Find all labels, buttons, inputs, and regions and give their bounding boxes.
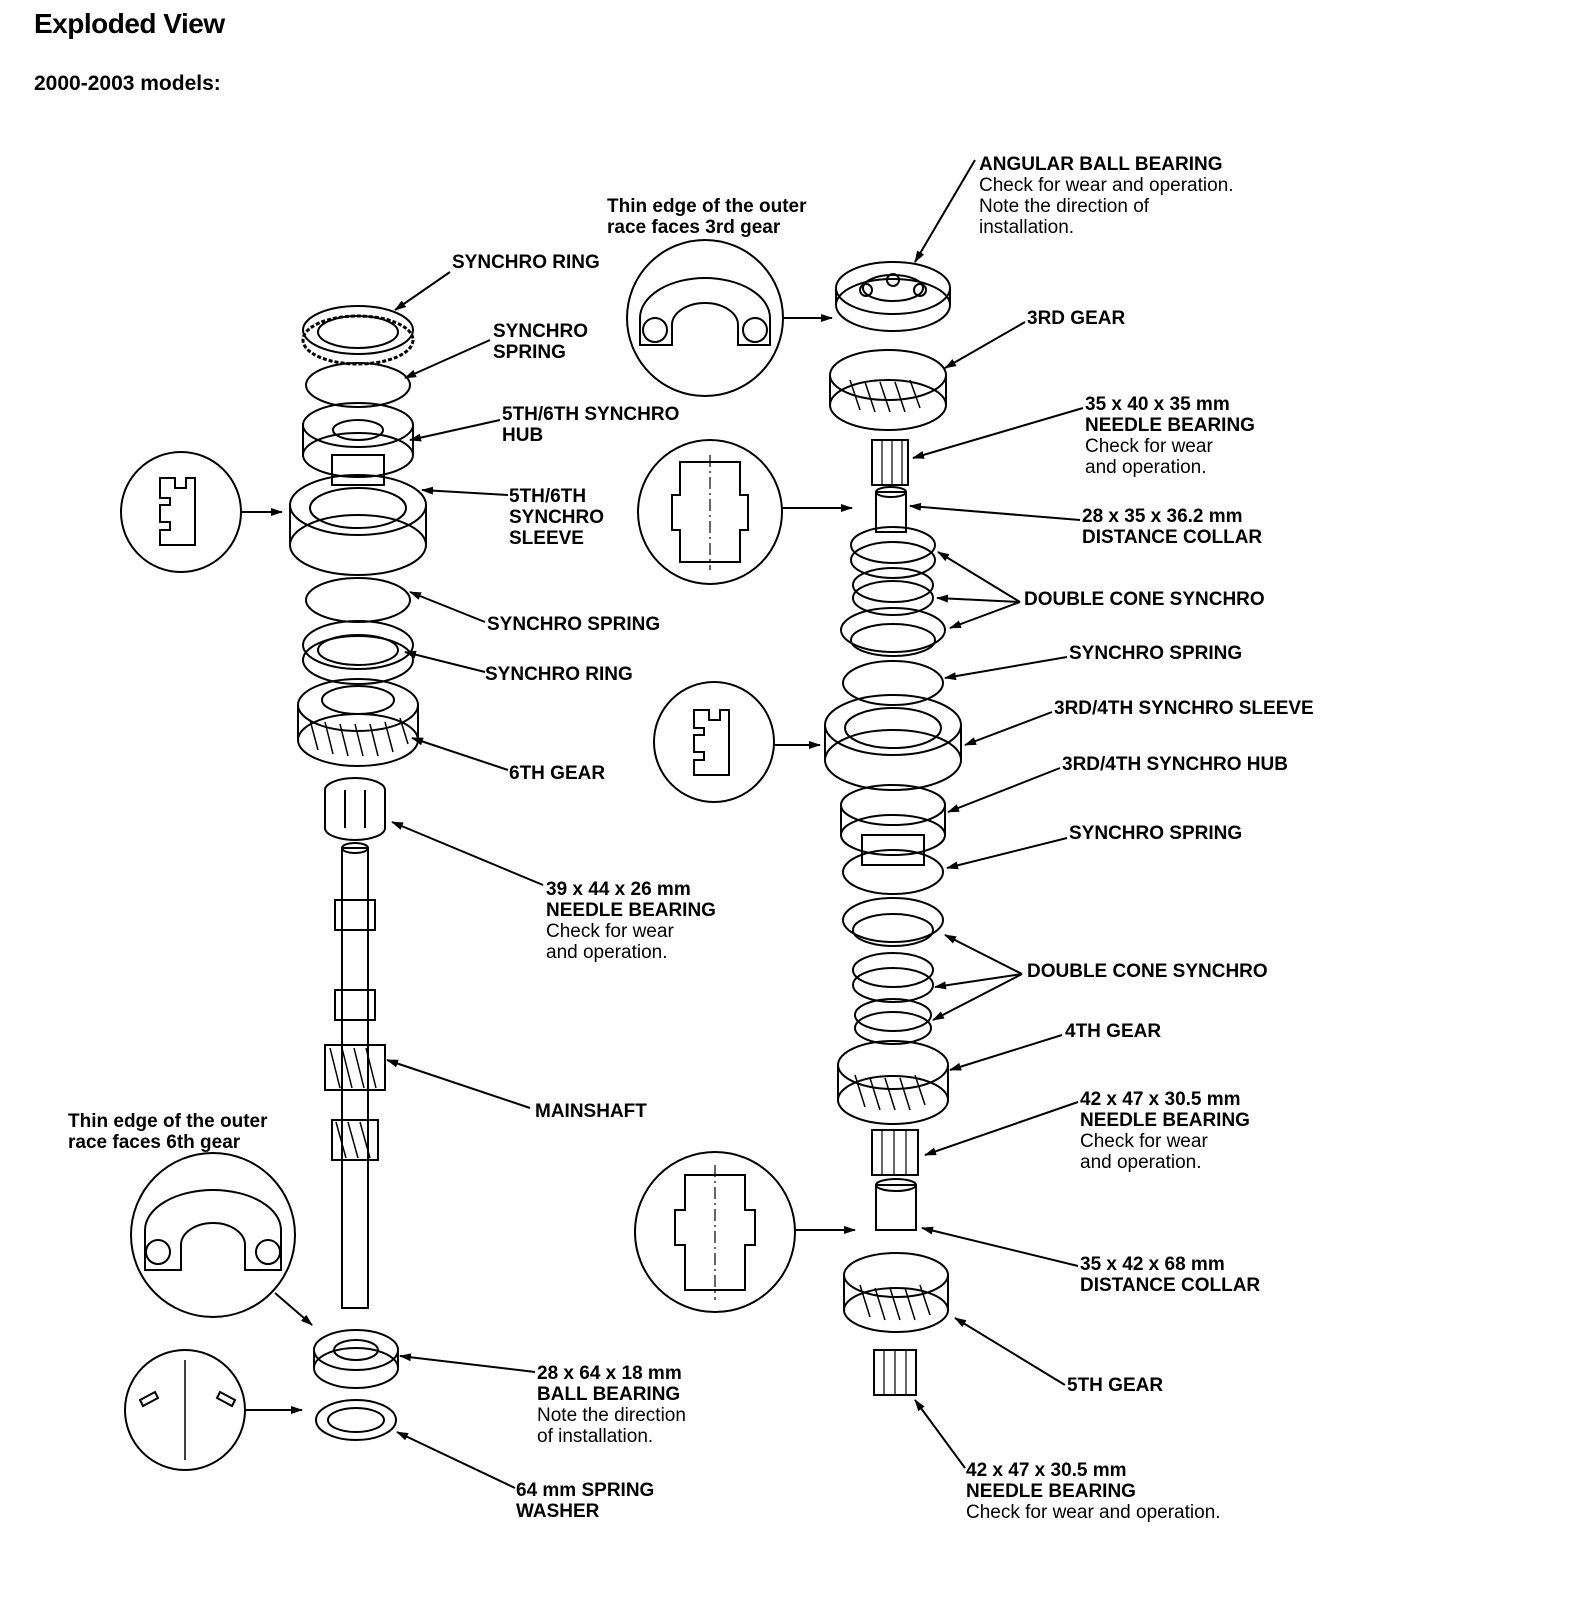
mainshaft-part — [324, 842, 386, 1309]
label-hub-56: 5TH/6TH SYNCHRO HUB — [502, 404, 680, 446]
synchro-spring-top-part — [305, 362, 411, 408]
gear-4th-part — [837, 1040, 949, 1125]
double-cone-synchro-lower-part — [842, 897, 944, 1045]
label-gear-4th: 4TH GEAR — [1065, 1021, 1162, 1042]
detail-circle-bearing-3rd — [626, 239, 833, 397]
hub-34-part — [840, 784, 946, 866]
label-mainshaft: MAINSHAFT — [535, 1101, 647, 1122]
label-synchro-spring-left: SYNCHRO SPRING — [487, 614, 661, 635]
synchro-spring-left-part — [305, 577, 411, 623]
label-sleeve-56: 5TH/6TH SYNCHRO SLEEVE — [509, 486, 605, 549]
label-ball-bearing-28: 28 x 64 x 18 mm BALL BEARING Note the di… — [537, 1363, 686, 1447]
label-distance-collar-28: 28 x 35 x 36.2 mm DISTANCE COLLAR — [1082, 506, 1263, 548]
needle-bearing-42b-part — [873, 1349, 917, 1396]
distance-collar-35-part — [875, 1178, 917, 1231]
angular-ball-bearing-part — [835, 261, 951, 332]
label-synchro-spring-r1: SYNCHRO SPRING — [1069, 643, 1243, 664]
model-years-subtitle: 2000-2003 models: — [34, 72, 221, 95]
label-double-cone-synchro-lower: DOUBLE CONE SYNCHRO — [1027, 961, 1268, 982]
gear-3rd-part — [829, 349, 947, 431]
synchro-ring-top-part — [301, 305, 415, 366]
label-gear-3rd: 3RD GEAR — [1027, 308, 1126, 329]
label-needle-bearing-39: 39 x 44 x 26 mm NEEDLE BEARING Check for… — [546, 879, 716, 963]
detail-circle-hub-profile — [120, 451, 283, 573]
label-synchro-ring-left: SYNCHRO RING — [485, 664, 633, 685]
label-synchro-spring-top: SYNCHRO SPRING — [493, 321, 589, 363]
hub-56-part — [302, 402, 414, 486]
distance-collar-28-part — [875, 486, 907, 533]
synchro-ring-left-part — [302, 620, 414, 685]
label-double-cone-synchro-upper: DOUBLE CONE SYNCHRO — [1024, 589, 1265, 610]
needle-bearing-35-part — [871, 439, 909, 486]
label-angular-ball-bearing: ANGULAR BALL BEARING Check for wear and … — [979, 154, 1234, 238]
synchro-spring-r2-part — [842, 849, 944, 895]
ball-bearing-28-part — [313, 1329, 399, 1389]
gear-6th-part — [297, 678, 419, 767]
sleeve-56-part — [289, 474, 427, 576]
page-title: Exploded View — [34, 8, 225, 39]
label-thin-edge-3rd: Thin edge of the outer race faces 3rd ge… — [607, 196, 807, 238]
label-needle-bearing-35: 35 x 40 x 35 mm NEEDLE BEARING Check for… — [1085, 394, 1255, 478]
detail-circle-collar-28 — [637, 439, 853, 585]
label-synchro-ring-top: SYNCHRO RING — [452, 252, 600, 273]
detail-circle-sleeve-34 — [653, 681, 821, 803]
label-needle-bearing-42b: 42 x 47 x 30.5 mm NEEDLE BEARING Check f… — [966, 1460, 1221, 1523]
label-hub-34: 3RD/4TH SYNCHRO HUB — [1062, 754, 1288, 775]
detail-circle-washer — [124, 1349, 303, 1471]
needle-bearing-42a-part — [871, 1129, 919, 1176]
label-gear-6th: 6TH GEAR — [509, 763, 606, 784]
needle-bearing-39-part — [324, 777, 386, 841]
label-thin-edge-6th: Thin edge of the outer race faces 6th ge… — [68, 1111, 268, 1153]
label-spring-washer-64: 64 mm SPRING WASHER — [516, 1480, 655, 1522]
label-sleeve-34: 3RD/4TH SYNCHRO SLEEVE — [1054, 698, 1314, 719]
label-distance-collar-35: 35 x 42 x 68 mm DISTANCE COLLAR — [1080, 1254, 1261, 1296]
synchro-spring-r1-part — [842, 660, 944, 706]
sleeve-34-part — [824, 694, 962, 791]
double-cone-synchro-upper-part — [840, 526, 946, 657]
label-gear-5th: 5TH GEAR — [1067, 1375, 1164, 1396]
detail-circle-collar-35 — [634, 1151, 856, 1313]
gear-5th-part — [843, 1252, 949, 1333]
label-synchro-spring-r2: SYNCHRO SPRING — [1069, 823, 1243, 844]
label-needle-bearing-42a: 42 x 47 x 30.5 mm NEEDLE BEARING Check f… — [1080, 1089, 1250, 1173]
spring-washer-64-part — [315, 1399, 397, 1441]
detail-circle-bearing-6th — [130, 1152, 313, 1326]
